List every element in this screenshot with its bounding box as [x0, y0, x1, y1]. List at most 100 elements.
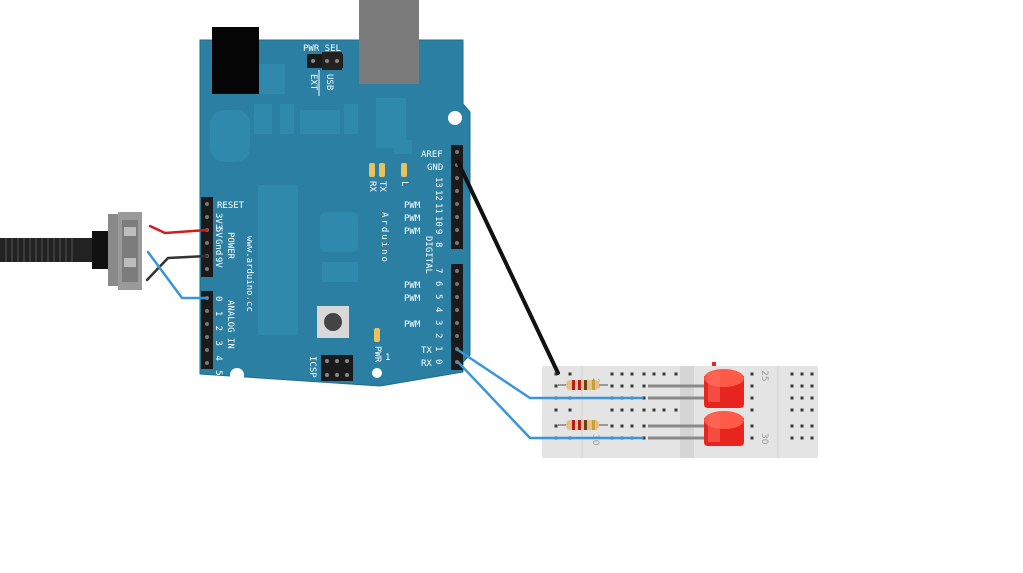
tx-led: [379, 163, 385, 177]
analog-in-label: ANALOG IN: [225, 300, 235, 349]
icsp-header: [321, 355, 353, 381]
breadboard-hole: [610, 424, 614, 428]
breadboard-hole: [554, 424, 558, 428]
pin-13-label: 13: [433, 177, 443, 188]
pin-12-label: 12: [433, 190, 443, 201]
5v-pin-label: 5V: [213, 227, 223, 238]
breadboard-col-30-label: 30: [590, 434, 600, 446]
breadboard-hole: [790, 396, 794, 400]
breadboard-hole: [810, 408, 814, 412]
breadboard-hole: [554, 408, 558, 412]
breadboard-hole: [800, 408, 804, 412]
ext-label: EXT: [308, 74, 318, 91]
pwm-label-11: PWM: [404, 201, 421, 211]
breadboard-hole: [674, 372, 678, 376]
breadboard-hole: [610, 372, 614, 376]
board-url: www.arduino.cc: [244, 236, 254, 312]
usb-label: USB: [324, 74, 334, 90]
pin-2-label: 2: [433, 333, 443, 338]
breadboard-hole: [662, 372, 666, 376]
analog-numbers: 0 1 2 3 4 5: [213, 296, 223, 378]
wire-5v-red: [148, 224, 209, 235]
breadboard-hole: [800, 396, 804, 400]
breadboard-hole: [642, 408, 646, 412]
pin-10-label: 10: [433, 216, 443, 227]
breadboard-hole: [662, 408, 666, 412]
pin-11-label: 11: [433, 203, 443, 214]
breadboard-col-30-label-right: 30: [759, 433, 769, 445]
breadboard-hole: [630, 372, 634, 376]
pin-4-label: 4: [433, 307, 443, 312]
tx-led-label: TX: [377, 181, 387, 192]
power-header: [201, 197, 213, 277]
icsp-label: ICSP: [307, 356, 317, 378]
breadboard-hole: [642, 424, 646, 428]
resistor-bottom: [558, 420, 608, 430]
breadboard-hole: [568, 408, 572, 412]
potentiometer: [0, 212, 142, 290]
gnd-label: GND: [427, 163, 443, 173]
breadboard-hole: [610, 384, 614, 388]
breadboard-hole: [674, 408, 678, 412]
pwr-led: [374, 328, 380, 342]
pin-9-label: 9: [433, 229, 443, 234]
led-bottom: [704, 411, 744, 446]
pin-5-label: 5: [433, 294, 443, 299]
l-led: [401, 163, 407, 177]
rx-led-label: RX: [367, 181, 377, 192]
arduino-board: PWR SEL EXT USB RX TX L PWR Arduino www.…: [199, 0, 471, 387]
breadboard-hole: [810, 372, 814, 376]
breadboard-hole: [750, 408, 754, 412]
pwm-label-5: PWM: [404, 294, 421, 304]
usb-connector: [359, 0, 419, 84]
breadboard-hole: [620, 372, 624, 376]
breadboard-hole: [642, 436, 646, 440]
3v3-pin-label: 3V3: [213, 213, 223, 229]
breadboard-hole: [810, 384, 814, 388]
breadboard-hole: [810, 436, 814, 440]
breadboard-channel: [680, 366, 694, 458]
breadboard-hole: [642, 372, 646, 376]
breadboard-hole: [790, 436, 794, 440]
pin-1-label: 1: [433, 346, 443, 351]
breadboard-hole: [642, 384, 646, 388]
resistor-top: [558, 380, 608, 390]
power-jack: [212, 27, 259, 94]
aref-label: AREF: [421, 150, 443, 160]
digital-header-low: [451, 264, 463, 370]
pin-7-label: 7: [433, 268, 443, 273]
breadboard-hole: [810, 424, 814, 428]
breadboard-col-25-label-right: 25: [759, 370, 769, 381]
pwr-sel-label: PWR SEL: [303, 44, 341, 54]
wire-tx-blue: [456, 348, 644, 400]
breadboard-hole: [630, 408, 634, 412]
breadboard-hole: [652, 372, 656, 376]
gnd-pin-label: Gnd: [213, 239, 223, 255]
breadboard-hole: [810, 396, 814, 400]
breadboard-hole: [750, 396, 754, 400]
breadboard-hole: [800, 372, 804, 376]
breadboard-hole: [652, 408, 656, 412]
digital-label: DIGITAL: [423, 236, 433, 274]
breadboard-hole: [620, 408, 624, 412]
board-name: Arduino: [379, 212, 389, 264]
pin-6-label: 6: [433, 281, 443, 286]
pwm-label-6: PWM: [404, 281, 421, 291]
pin-8-label: 8: [433, 242, 443, 247]
mounting-hole: [230, 368, 244, 382]
breadboard-hole: [800, 436, 804, 440]
rx-pin-label: RX: [421, 359, 432, 369]
wire-gnd-black: [456, 160, 560, 375]
breadboard-hole: [554, 372, 558, 376]
breadboard-hole: [790, 424, 794, 428]
mounting-hole: [372, 368, 382, 378]
breadboard-hole: [750, 384, 754, 388]
analog-header: [201, 291, 213, 369]
breadboard-hole: [790, 408, 794, 412]
breadboard-hole: [642, 396, 646, 400]
tx-pin-label: TX: [421, 346, 432, 356]
breadboard-hole: [800, 424, 804, 428]
breadboard-hole: [630, 384, 634, 388]
wire-analog-blue: [146, 250, 209, 300]
